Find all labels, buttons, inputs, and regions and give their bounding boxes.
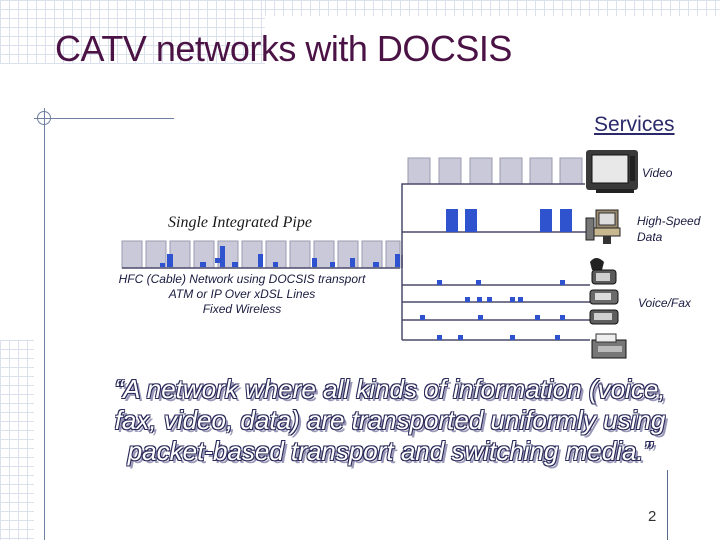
pipe-cells	[121, 240, 401, 269]
quote-line: “A network where all kinds of informatio…	[114, 374, 666, 404]
pipe-packets	[160, 246, 400, 267]
transport-description: HFC (Cable) Network using DOCSIS transpo…	[104, 272, 380, 317]
quote-line: fax, video, data) are transported unifor…	[114, 405, 666, 435]
fax-icon	[591, 333, 627, 359]
transport-line: Fixed Wireless	[202, 302, 282, 316]
transport-line: HFC (Cable) Network using DOCSIS transpo…	[118, 272, 366, 286]
decorative-rule	[34, 118, 174, 119]
high-speed-data-label: High-Speed Data	[637, 214, 701, 244]
decorative-rule	[667, 470, 668, 540]
decorative-circle	[37, 111, 51, 125]
tv-icon	[586, 150, 638, 193]
services-heading[interactable]: Services	[594, 113, 675, 136]
video-cells	[407, 157, 583, 185]
decorative-rule	[44, 108, 45, 540]
distribution-lines	[401, 183, 590, 341]
definition-quote: “A network where all kinds of informatio…	[70, 374, 710, 467]
background-grid	[0, 340, 34, 540]
voice-packets	[420, 280, 565, 340]
computer-icon	[585, 209, 621, 244]
voice-fax-label: Voice/Fax	[638, 296, 691, 310]
phone-icon	[589, 258, 619, 325]
background-grid	[265, 0, 720, 16]
transport-line: ATM or IP Over xDSL Lines	[168, 287, 316, 301]
video-label: Video	[642, 166, 673, 180]
pipe-label: Single Integrated Pipe	[168, 214, 312, 231]
slide-title: CATV networks with DOCSIS	[55, 28, 512, 69]
page-number: 2	[648, 508, 657, 525]
background-grid	[0, 0, 265, 64]
data-packets	[446, 209, 572, 232]
quote-line: packet-based transport and switching med…	[127, 436, 653, 466]
